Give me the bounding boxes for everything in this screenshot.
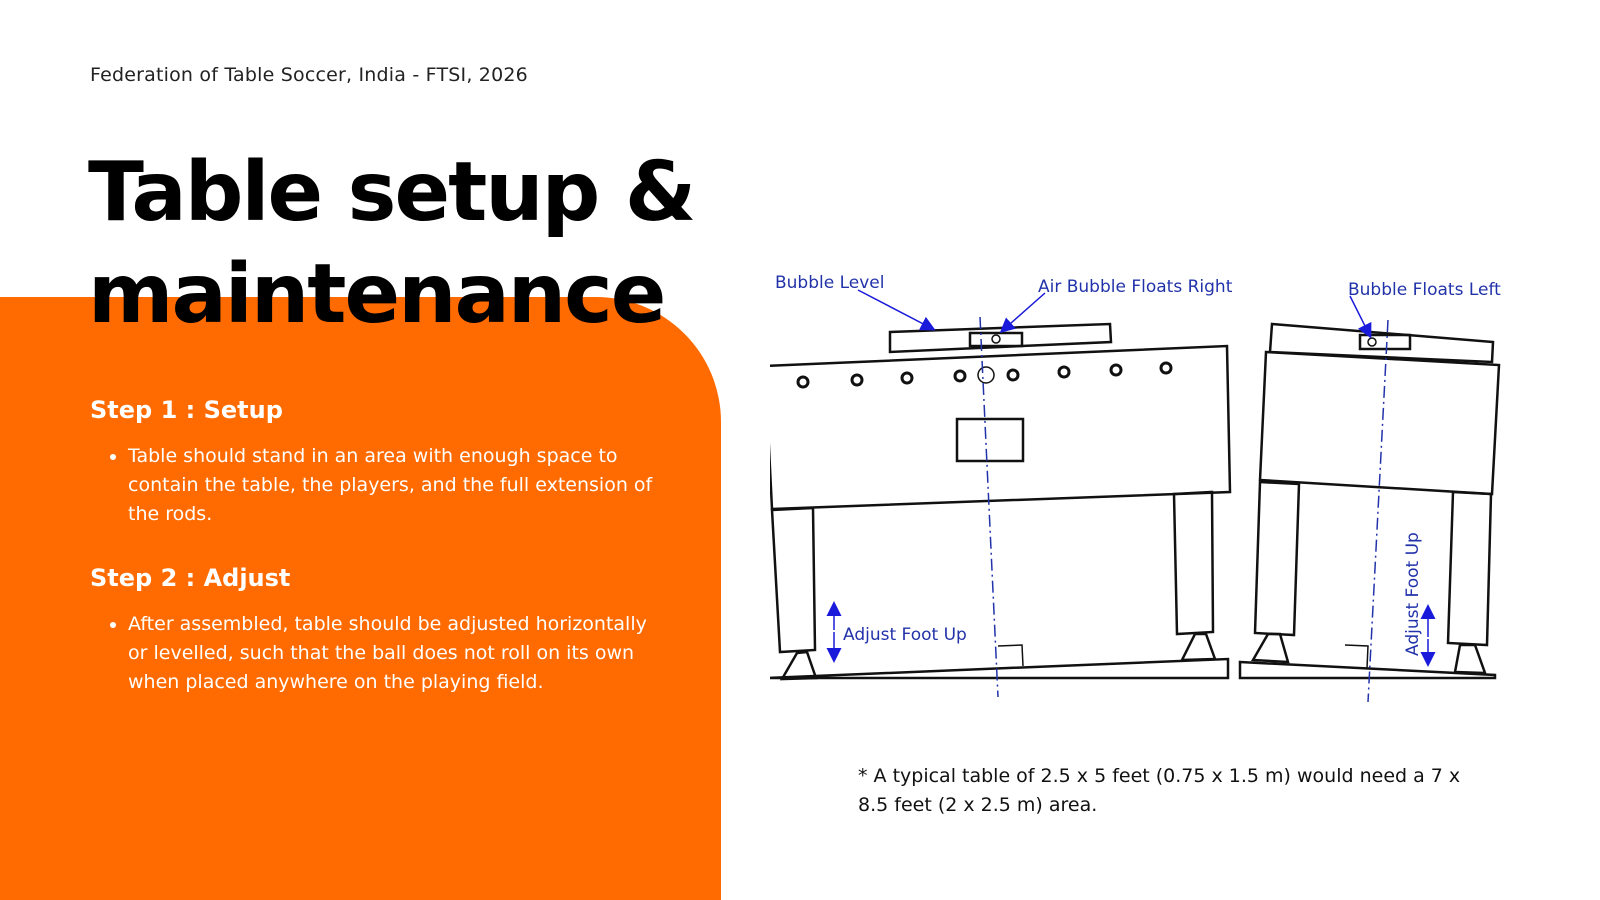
left-table-drawing	[770, 322, 1232, 681]
air-bubble-arrow	[999, 292, 1046, 333]
step-1-list: Table should stand in an area with enoug…	[90, 442, 668, 529]
organization-header: Federation of Table Soccer, India - FTSI…	[90, 64, 528, 86]
right-angle-mark	[997, 644, 1024, 667]
bubble-level-bar	[888, 322, 1113, 354]
adjust-foot-label-right: Adjust Foot Up	[1403, 532, 1423, 656]
rod-holes	[796, 361, 1173, 389]
table-cabinet	[770, 344, 1232, 511]
title-line-1: Table setup &	[88, 145, 696, 240]
right-bubble-window	[1358, 333, 1412, 351]
right-foot	[1179, 632, 1217, 662]
title-line-2: maintenance	[88, 247, 666, 342]
step-2-list: After assembled, table should be adjuste…	[90, 610, 668, 697]
right-center-line	[1367, 319, 1389, 703]
left-center-line	[979, 316, 999, 698]
right-leg	[1172, 490, 1215, 636]
bubble-left-label: Bubble Floats Left	[1348, 280, 1501, 300]
right-angle-mark-2	[1344, 644, 1369, 669]
bubble	[991, 334, 1001, 344]
page-title: Table setup & maintenance	[88, 142, 696, 346]
right-left-leg	[1253, 480, 1301, 637]
table-levelling-diagram: Bubble Level Air Bubble Floats Right Bub…	[770, 273, 1501, 703]
bubble-level-window	[968, 331, 1024, 348]
bubble-level-arrow	[857, 289, 936, 331]
step-1-heading: Step 1 : Setup	[90, 396, 283, 424]
right-right-foot	[1453, 643, 1487, 675]
right-floor-wedge	[1238, 660, 1497, 680]
floor-wedge	[770, 657, 1230, 680]
step-1-bullet: Table should stand in an area with enoug…	[128, 442, 668, 529]
step-2-heading: Step 2 : Adjust	[90, 564, 291, 592]
right-left-foot	[1250, 632, 1290, 664]
right-table-drawing	[1238, 322, 1501, 680]
orange-background-panel	[0, 297, 721, 900]
right-bubble-level-bar	[1268, 322, 1495, 364]
air-bubble-right-label: Air Bubble Floats Right	[1038, 277, 1233, 297]
goal-box	[955, 417, 1025, 463]
bubble-level-label: Bubble Level	[775, 273, 884, 293]
adjust-foot-label-left: Adjust Foot Up	[843, 625, 967, 645]
left-leg	[770, 506, 817, 654]
bubble-left-arrow	[1349, 295, 1372, 339]
right-table-cabinet	[1258, 350, 1501, 496]
right-right-leg	[1446, 490, 1493, 647]
footnote: * A typical table of 2.5 x 5 feet (0.75 …	[858, 765, 1461, 816]
right-bubble	[1367, 337, 1377, 347]
step-2-bullet: After assembled, table should be adjuste…	[128, 610, 668, 697]
